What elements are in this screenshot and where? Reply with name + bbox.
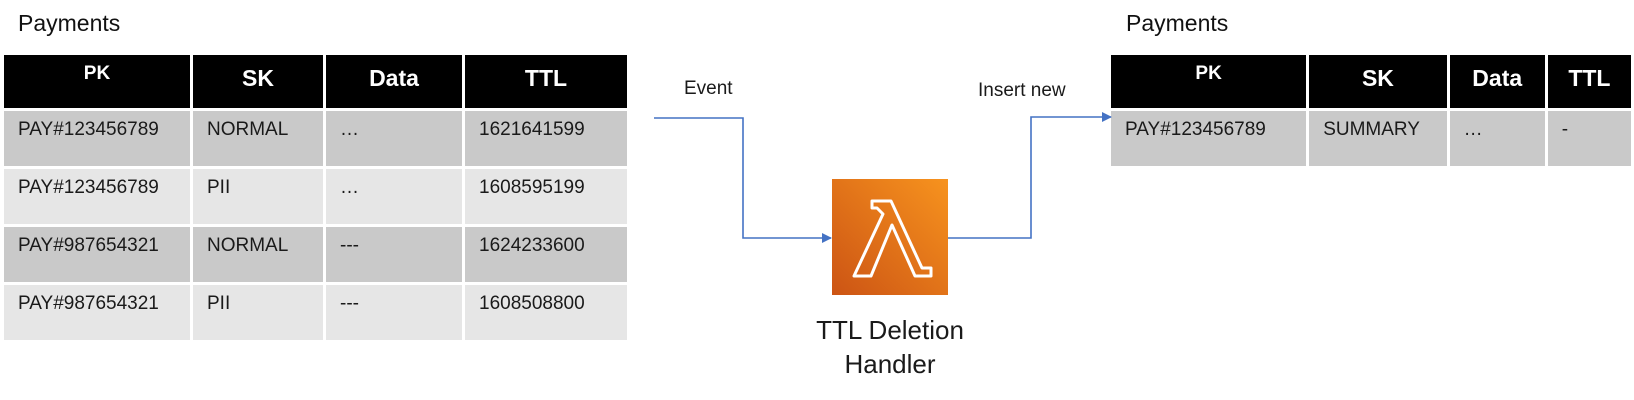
column-header-pk: PK (4, 55, 190, 108)
column-header-pk: PK (1111, 55, 1307, 108)
cell-sk: PII (193, 169, 323, 224)
handler-label-line2: Handler (844, 349, 936, 379)
cell-data: --- (326, 227, 462, 282)
source-table-title: Payments (18, 10, 121, 36)
column-header-sk: SK (1309, 55, 1447, 108)
table-row: PAY#123456789 PII … 1608595199 (4, 169, 627, 224)
event-label: Event (684, 78, 733, 99)
lambda-icon-background (832, 179, 948, 295)
cell-pk: PAY#987654321 (4, 285, 190, 340)
column-header-sk: SK (193, 55, 323, 108)
column-header-data: Data (1449, 55, 1545, 108)
event-arrow (654, 117, 832, 243)
cell-data: … (326, 169, 462, 224)
lambda-icon (832, 179, 948, 295)
column-header-data: Data (326, 55, 462, 108)
target-table-header-row: PK SK Data TTL (1111, 55, 1631, 108)
table-row: PAY#987654321 NORMAL --- 1624233600 (4, 227, 627, 282)
cell-ttl: - (1547, 111, 1631, 166)
lambda-symbol (852, 199, 933, 278)
cell-ttl: 1608508800 (465, 285, 627, 340)
source-table-header-row: PK SK Data TTL (4, 55, 627, 108)
cell-pk: PAY#123456789 (1111, 111, 1307, 166)
source-table: PK SK Data TTL PAY#123456789 NORMAL … 16… (1, 52, 630, 343)
handler-label: TTL Deletion Handler (780, 313, 1000, 381)
table-row: PAY#123456789 NORMAL … 1621641599 (4, 111, 627, 166)
cell-pk: PAY#123456789 (4, 169, 190, 224)
cell-ttl: 1624233600 (465, 227, 627, 282)
cell-sk: NORMAL (193, 111, 323, 166)
cell-pk: PAY#123456789 (4, 111, 190, 166)
cell-data: --- (326, 285, 462, 340)
insert-arrow (948, 112, 1112, 239)
cell-sk: SUMMARY (1309, 111, 1447, 166)
column-header-ttl: TTL (465, 55, 627, 108)
insert-new-label: Insert new (978, 80, 1066, 101)
table-row: PAY#987654321 PII --- 1608508800 (4, 285, 627, 340)
handler-label-line1: TTL Deletion (816, 315, 964, 345)
cell-ttl: 1608595199 (465, 169, 627, 224)
cell-pk: PAY#987654321 (4, 227, 190, 282)
column-header-ttl: TTL (1547, 55, 1631, 108)
cell-data: … (1449, 111, 1545, 166)
target-table-title: Payments (1126, 10, 1229, 36)
cell-sk: NORMAL (193, 227, 323, 282)
target-table: PK SK Data TTL PAY#123456789 SUMMARY … - (1108, 52, 1634, 169)
cell-ttl: 1621641599 (465, 111, 627, 166)
cell-data: … (326, 111, 462, 166)
cell-sk: PII (193, 285, 323, 340)
table-row: PAY#123456789 SUMMARY … - (1111, 111, 1631, 166)
